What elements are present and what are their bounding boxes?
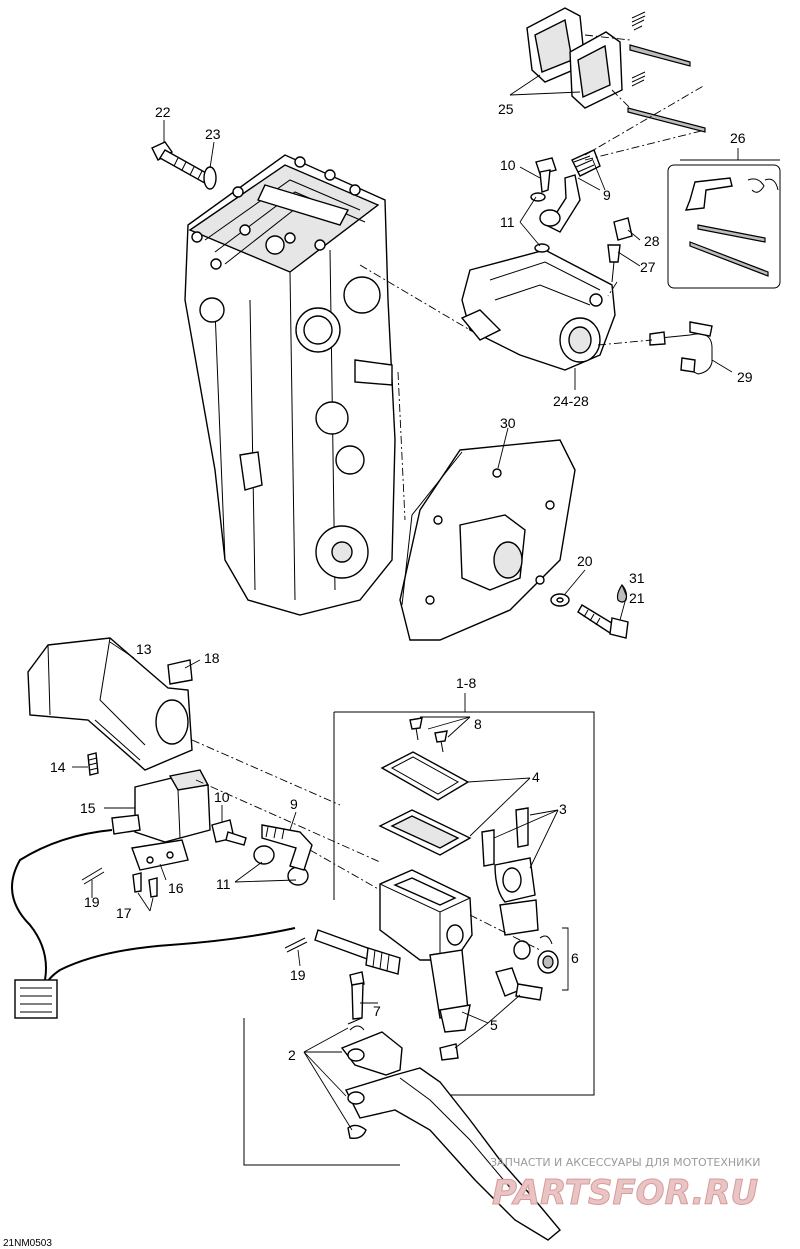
brake-disc-30 [399, 439, 576, 641]
callout-31: 31 [629, 570, 645, 586]
wire-harness: 21NM0503 [11, 829, 296, 1019]
threadlocker-31 [616, 584, 628, 603]
clamp-3 [481, 807, 539, 936]
pin-kit-26 [667, 164, 781, 289]
screws-17 [132, 872, 158, 898]
callout-4: 4 [532, 769, 540, 785]
callout-21: 21 [629, 590, 645, 606]
boot-5 [439, 967, 543, 1061]
banjo-bolt-10-bottom [211, 819, 247, 846]
seal-6 [513, 927, 569, 991]
callout-1-8: 1-8 [456, 675, 476, 691]
bleeder-cap-28 [613, 217, 633, 241]
callout-9-bottom: 9 [290, 796, 298, 812]
callout-14: 14 [50, 759, 66, 775]
callout-28: 28 [644, 233, 660, 249]
callout-27: 27 [640, 259, 656, 275]
brake-lever-2 [340, 1017, 561, 1241]
reservoir-cover-4 [378, 751, 472, 856]
callout-15: 15 [80, 800, 96, 816]
washer-23 [203, 166, 217, 190]
callout-6: 6 [571, 950, 579, 966]
decal-18 [167, 659, 193, 685]
callout-18: 18 [204, 650, 220, 666]
banjo-bolt-10-top [535, 157, 557, 193]
callout-26: 26 [730, 130, 746, 146]
brake-switch-15 [111, 769, 211, 843]
callout-13: 13 [136, 641, 152, 657]
piston-rod [314, 929, 401, 975]
callout-7: 7 [373, 1003, 381, 1019]
sealing-washers-11-top [530, 192, 550, 253]
callout-25: 25 [498, 101, 514, 117]
callout-8: 8 [474, 716, 482, 732]
callout-19-left: 19 [84, 894, 100, 910]
watermark-brand: PARTSFOR.RU [492, 1173, 758, 1213]
screw-14 [87, 752, 99, 776]
washer-20 [550, 593, 570, 607]
callout-24-28: 24-28 [553, 393, 589, 409]
brake-hose-9-top [539, 149, 601, 233]
callout-11-bottom: 11 [216, 876, 231, 892]
callout-10-bottom: 10 [214, 789, 230, 805]
bolt-21 [577, 604, 629, 639]
callout-5: 5 [490, 1017, 498, 1033]
watermark: ЗАПЧАСТИ И АКСЕССУАРЫ ДЛЯ МОТОТЕХНИКИ PA… [490, 1156, 760, 1214]
caliper-assembly [460, 249, 616, 371]
upper-leaders [163, 34, 780, 621]
callout-10-top: 10 [500, 157, 516, 173]
lower-leaders [72, 641, 559, 1131]
cotter-pin-19-left [81, 867, 105, 885]
switch-bracket-16 [131, 839, 189, 871]
hand-guard-13 [27, 637, 193, 771]
brake-line-29 [649, 321, 713, 375]
callout-labels: 22 23 25 26 10 9 11 28 27 29 24-28 30 20… [50, 101, 753, 1063]
master-cylinder-body [379, 869, 473, 1033]
callout-29: 29 [737, 369, 753, 385]
diagram-code: 21NM0503 [3, 1238, 52, 1249]
callout-23: 23 [205, 126, 221, 142]
callout-16: 16 [168, 880, 184, 896]
cotter-pin-19-mid [284, 937, 308, 953]
callout-30: 30 [500, 415, 516, 431]
callout-9-top: 9 [603, 187, 611, 203]
callout-2: 2 [288, 1047, 296, 1063]
pivot-bolt-7 [349, 971, 365, 1020]
callout-22: 22 [155, 104, 171, 120]
callout-11-top: 11 [500, 214, 515, 230]
callout-20: 20 [577, 553, 593, 569]
gearbox-housing [184, 154, 396, 616]
brake-hose-9-bottom [261, 824, 313, 871]
bleeder-27 [607, 244, 621, 283]
callout-19-mid: 19 [290, 967, 306, 983]
master-cylinder-kit-frame [243, 693, 595, 1166]
pad-retainer-pins [627, 11, 706, 133]
screws-8 [409, 717, 448, 753]
brake-pads-25 [526, 7, 623, 109]
callout-3: 3 [559, 801, 567, 817]
callout-17: 17 [116, 905, 132, 921]
watermark-tagline: ЗАПЧАСТИ И АКСЕССУАРЫ ДЛЯ МОТОТЕХНИКИ [490, 1156, 760, 1169]
